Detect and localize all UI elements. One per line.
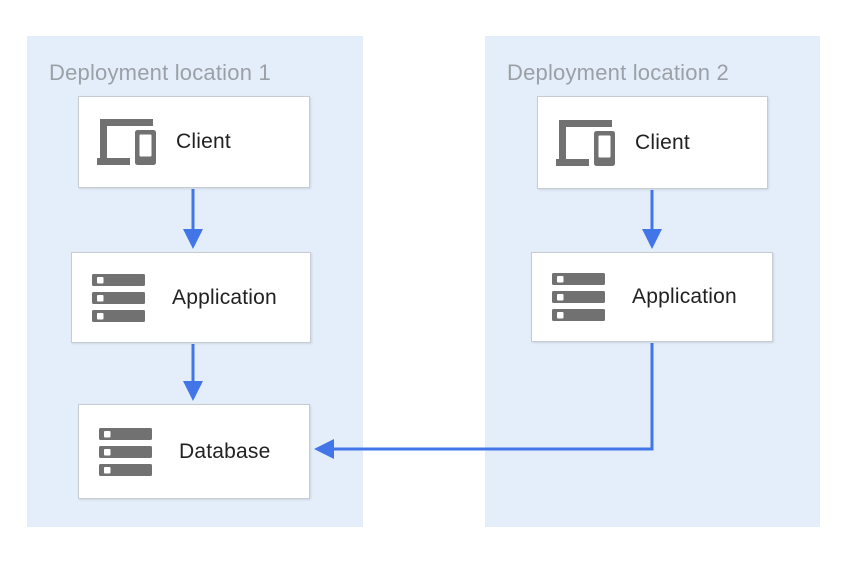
zone-label: Deployment location 1 (49, 60, 271, 85)
node-label: Application (632, 285, 737, 308)
client-devices-icon (556, 119, 618, 166)
node-label: Database (179, 439, 271, 463)
database-stack-icon (99, 427, 152, 476)
server-stack-icon (92, 273, 145, 322)
node-application-1: Application (71, 252, 311, 343)
client-devices-icon (97, 119, 159, 165)
node-label: Application (172, 285, 277, 309)
zone-label: Deployment location 2 (507, 60, 729, 85)
node-client-2: Client (537, 96, 768, 189)
node-application-2: Application (531, 252, 773, 342)
node-client-1: Client (78, 96, 310, 188)
server-stack-icon (552, 273, 605, 321)
node-database-1: Database (78, 404, 310, 499)
node-label: Client (176, 130, 231, 153)
node-label: Client (635, 130, 690, 154)
